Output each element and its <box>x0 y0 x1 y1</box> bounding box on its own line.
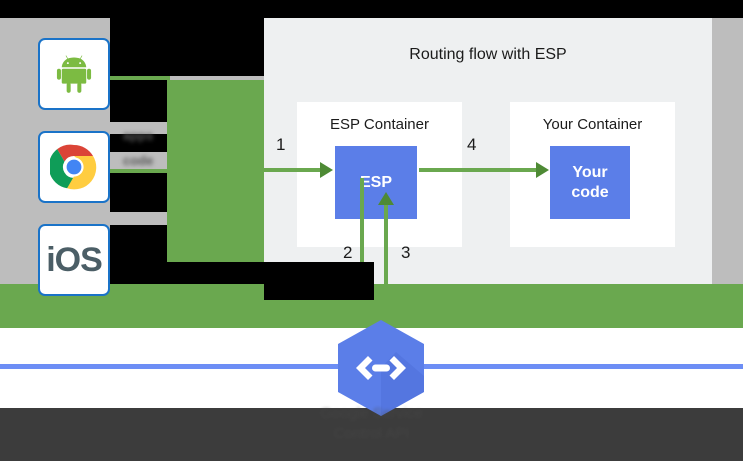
esp-container-label: ESP Container <box>330 116 429 133</box>
client-tile-ios[interactable]: iOS <box>38 224 110 296</box>
top-occlusion-block <box>0 0 743 18</box>
client-line-android <box>110 76 170 80</box>
client-tile-chrome[interactable] <box>38 131 110 203</box>
blurred-label-code: code <box>123 153 154 168</box>
diagram-panel: Routing flow with ESP ESP Container ESP … <box>260 18 712 284</box>
occlusion-block-b <box>110 80 167 122</box>
endpoints-code-hexagon-icon <box>338 320 424 416</box>
esp-box[interactable]: ESP <box>335 146 417 219</box>
service-caption-line1: Google Service <box>320 405 423 422</box>
occlusion-block-f <box>110 262 264 284</box>
occlusion-block-d <box>110 173 167 212</box>
gateway-green-block <box>167 80 264 262</box>
flow-arrow-1-head <box>320 162 333 178</box>
step-number-2: 2 <box>343 243 353 262</box>
android-icon <box>56 55 92 93</box>
client-line-chrome <box>110 169 170 173</box>
flow-arrow-4-line <box>419 168 538 172</box>
your-code-line1: Your <box>572 163 608 181</box>
client-tile-android[interactable] <box>38 38 110 110</box>
service-caption-line2: Control API <box>333 425 410 442</box>
flow-arrow-3-head <box>378 192 394 205</box>
occlusion-block-a <box>110 18 264 76</box>
chrome-icon <box>50 144 97 190</box>
flow-arrow-4-head <box>536 162 549 178</box>
step-number-4: 4 <box>467 135 477 154</box>
esp-box-label: ESP <box>359 173 392 191</box>
your-code-box[interactable]: Your code <box>550 146 630 219</box>
step-number-3: 3 <box>401 243 411 262</box>
right-gray-strip <box>712 18 743 284</box>
occlusion-block-e <box>110 225 167 262</box>
your-container: Your Container Your code <box>510 102 675 247</box>
service-control-hexagon[interactable] <box>334 318 428 418</box>
occlusion-block-c <box>110 134 167 152</box>
blurred-label-apps: apps <box>123 128 154 143</box>
flow-arrow-3-line <box>384 204 388 284</box>
your-code-line2: code <box>571 183 609 201</box>
flow-arrow-1-line <box>260 168 322 172</box>
your-container-label: Your Container <box>542 116 643 133</box>
flow-arrow-2-line <box>360 178 364 284</box>
ios-icon: iOS <box>46 240 103 279</box>
footer-bar <box>0 408 743 461</box>
step-number-1: 1 <box>276 135 286 154</box>
diagram-title: Routing flow with ESP <box>409 46 567 63</box>
occlusion-block-g <box>264 262 374 300</box>
